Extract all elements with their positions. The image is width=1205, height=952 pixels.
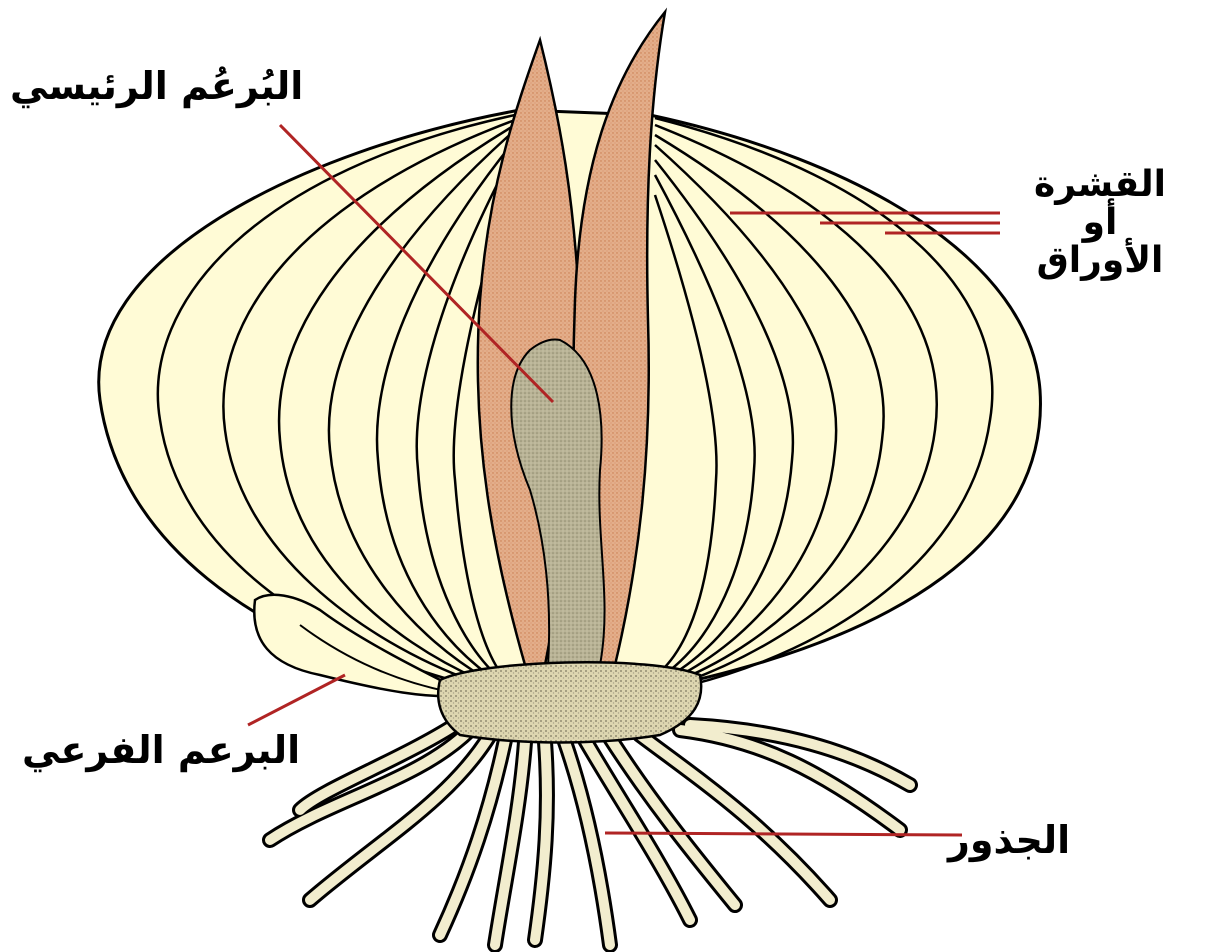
label-main-bud: البُرعُم الرئيسي — [10, 66, 303, 108]
leader-roots — [605, 833, 962, 835]
label-scales: القشرة أو الأوراق — [1000, 166, 1200, 279]
label-lateral-bud: البرعم الفرعي — [22, 730, 300, 772]
basal-plate — [438, 662, 701, 742]
label-roots: الجذور — [948, 820, 1070, 862]
leader-lateral-bud — [248, 675, 345, 725]
